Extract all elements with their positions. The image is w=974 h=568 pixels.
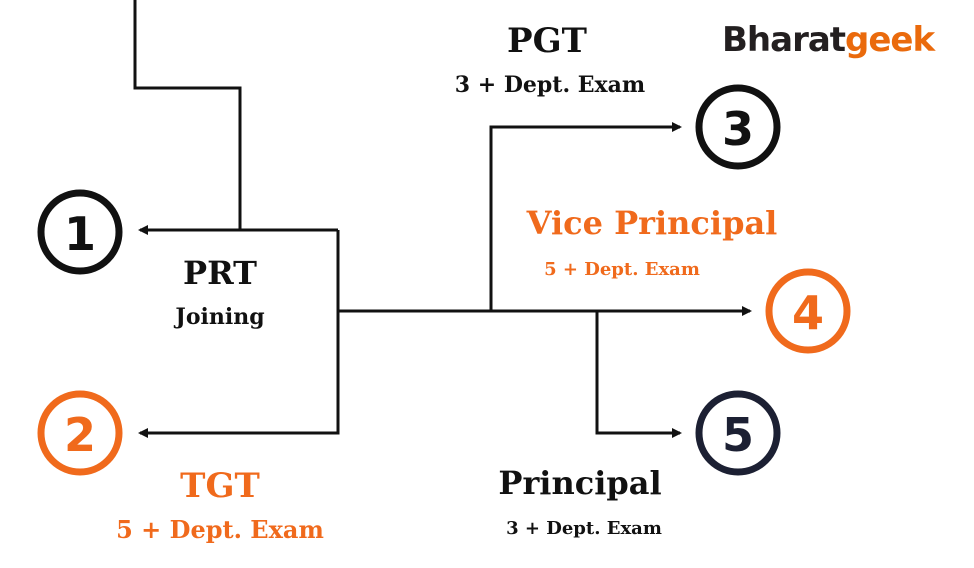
pgt-title: PGT (507, 21, 587, 61)
principal-title: Principal (498, 464, 661, 502)
principal-subtitle: 3 + Dept. Exam (506, 518, 662, 539)
connector-lines (133, 0, 752, 438)
circle-4: 4 (765, 268, 851, 354)
arrow-to-3 (489, 122, 682, 311)
circle-3: 3 (695, 84, 781, 170)
svg-text:2: 2 (64, 408, 96, 462)
pgt-subtitle: 3 + Dept. Exam (455, 72, 645, 98)
svg-text:5: 5 (722, 408, 754, 462)
vice-principal-subtitle: 5 + Dept. Exam (544, 259, 700, 280)
vice-principal-title: Vice Principal (526, 204, 778, 242)
svg-text:1: 1 (64, 207, 96, 261)
tgt-subtitle: 5 + Dept. Exam (116, 515, 324, 544)
arrow-to-2 (138, 230, 340, 438)
arrow-to-5 (595, 311, 682, 438)
prt-title: PRT (183, 254, 257, 292)
circle-2: 2 (37, 390, 123, 476)
entry-line (133, 0, 242, 230)
circle-5: 5 (695, 390, 781, 476)
tgt-title: TGT (180, 466, 260, 506)
circle-1: 1 (37, 189, 123, 275)
svg-text:4: 4 (792, 286, 824, 340)
bharatgeek-logo: Bharatgeek (722, 20, 936, 60)
svg-text:3: 3 (722, 102, 754, 156)
prt-subtitle: Joining (173, 304, 264, 330)
